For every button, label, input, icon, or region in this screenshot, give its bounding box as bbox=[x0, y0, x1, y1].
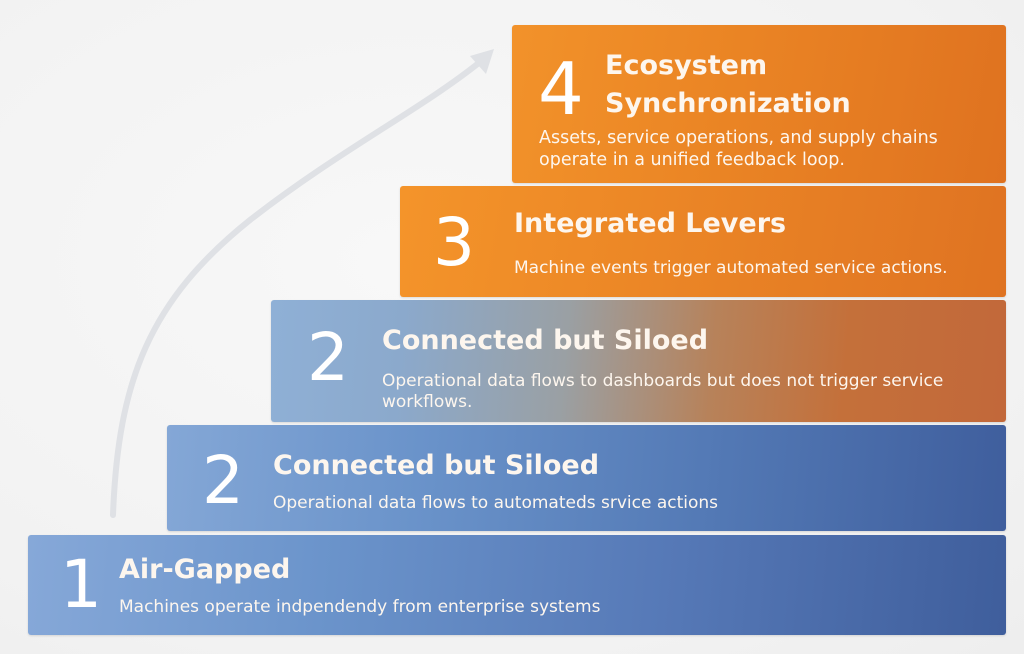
step-1-air-gapped: 1 Air-Gapped Machines operate indpendend… bbox=[28, 535, 1006, 635]
step-title: Connected but Siloed bbox=[382, 325, 709, 356]
step-number: 3 bbox=[433, 204, 475, 281]
step-description: Operational data flows to dashboards but… bbox=[382, 371, 944, 413]
step-description: Assets, service operations, and supply c… bbox=[539, 128, 938, 170]
step-number: 4 bbox=[538, 47, 584, 131]
step-title: Connected but Siloed bbox=[273, 450, 600, 481]
step-2-connected-but-siloed-lower: 2 Connected but Siloed Operational data … bbox=[167, 425, 1006, 531]
step-number: 2 bbox=[202, 442, 244, 519]
step-number: 2 bbox=[307, 319, 349, 396]
step-2-connected-but-siloed-upper: 2 Connected but Siloed Operational data … bbox=[271, 300, 1006, 422]
step-4-ecosystem-synchronization: 4 Ecosystem Synchronization Assets, serv… bbox=[512, 25, 1006, 183]
step-title: Air-Gapped bbox=[119, 554, 291, 585]
step-description: Operational data flows to automateds srv… bbox=[273, 493, 719, 513]
step-3-integrated-levers: 3 Integrated Levers Machine events trigg… bbox=[400, 186, 1006, 297]
step-title: Integrated Levers bbox=[514, 208, 787, 239]
step-title: Ecosystem Synchronization bbox=[605, 50, 851, 119]
step-description: Machine events trigger automated service… bbox=[514, 258, 948, 278]
step-description: Machines operate indpendendy from enterp… bbox=[119, 597, 601, 617]
step-number: 1 bbox=[60, 546, 102, 623]
